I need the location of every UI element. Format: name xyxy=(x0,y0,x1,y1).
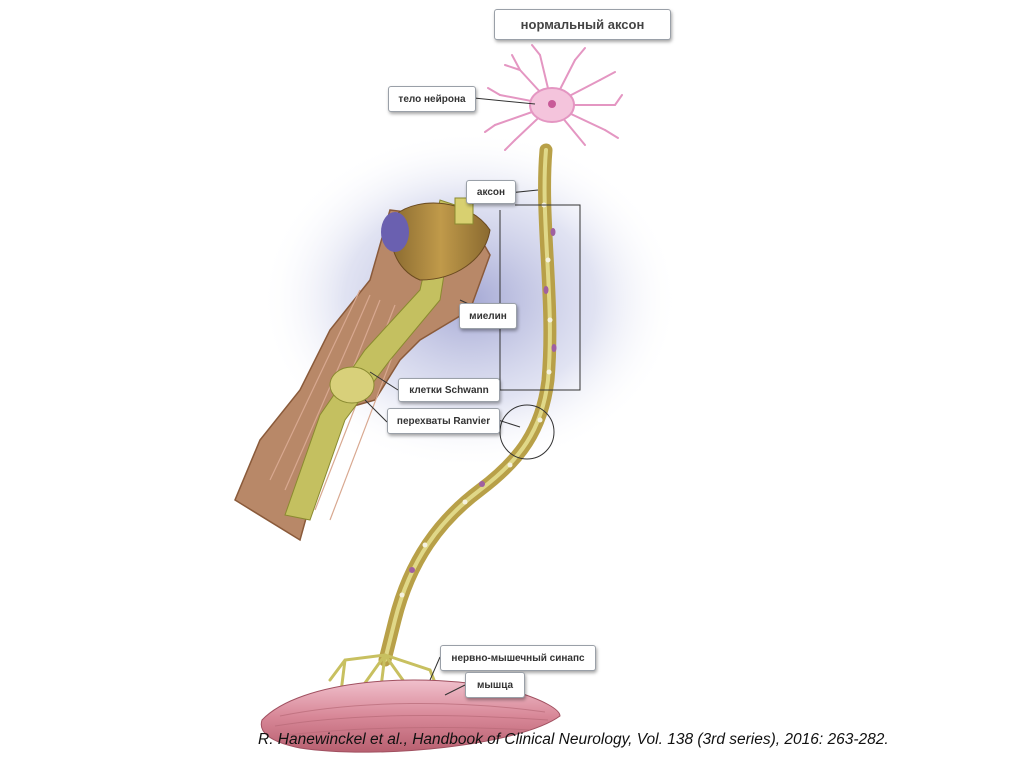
label-neuron-body: тело нейрона xyxy=(388,86,476,112)
synaptic-terminals xyxy=(328,653,442,702)
muscle-fiber xyxy=(260,679,561,753)
axon-core xyxy=(383,148,552,662)
label-schwann-cells: клетки Schwann xyxy=(398,378,500,402)
muscle-striations xyxy=(274,702,549,737)
label-neuromuscular-synapse: нервно-мышечный синапс xyxy=(440,645,596,671)
label-myelin: миелин xyxy=(459,303,517,329)
ranvier-nodes xyxy=(399,202,553,598)
citation-text: R. Hanewinckel et al., Handbook of Clini… xyxy=(258,731,889,748)
schwann-nuclei xyxy=(409,228,557,573)
label-ranvier-nodes: перехваты Ranvier xyxy=(387,408,500,434)
label-muscle: мышца xyxy=(465,672,525,698)
myelin-cross-section xyxy=(234,197,491,542)
label-axon: аксон xyxy=(466,180,516,204)
neuron-soma xyxy=(484,44,623,151)
diagram-title: нормальный аксон xyxy=(494,9,671,40)
